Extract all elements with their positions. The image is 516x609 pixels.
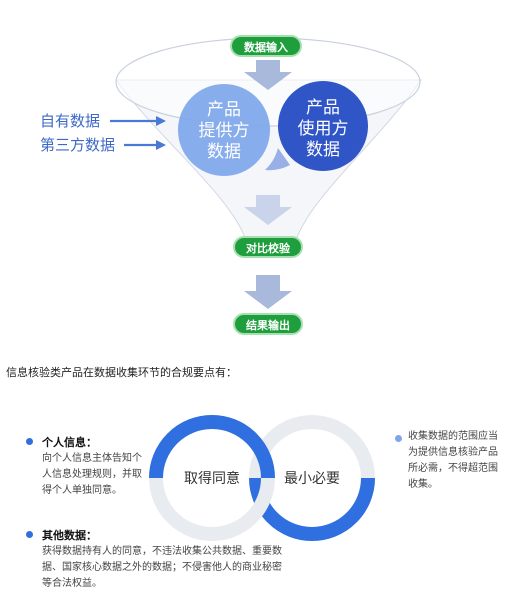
left-ring-blue-arc — [149, 415, 275, 479]
user-circle-text: 产品 使用方 数据 — [277, 98, 369, 161]
personal-info-text: 向个人信息主体告知个 人信息处理规则，并取 得个人单独同意。 — [42, 451, 172, 499]
provider-line-3: 数据 — [207, 142, 241, 162]
scope-bullet — [395, 435, 402, 442]
ring-diagram — [149, 415, 375, 541]
ring-label-minimum: 最小必要 — [284, 471, 340, 487]
scope-line-2: 为提供信息核验产品 — [408, 447, 498, 458]
funnel-diagram — [110, 37, 422, 309]
scope-line-4: 收集。 — [408, 479, 438, 490]
personal-line-2: 人信息处理规则，并取 — [42, 469, 142, 480]
arrow-down-bottom — [244, 275, 292, 309]
user-data-circle — [278, 81, 368, 171]
provider-circle-text: 产品 提供方 数据 — [178, 100, 270, 163]
data-input-badge: 数据输入 — [230, 35, 302, 57]
section-caption: 信息核验类产品在数据收集环节的合规要点有： — [6, 366, 237, 379]
provider-line-1: 产品 — [207, 100, 241, 120]
other-data-title: 其他数据： — [42, 529, 97, 542]
provider-data-circle — [178, 84, 270, 176]
third-party-data-label: 第三方数据 — [40, 136, 116, 154]
user-line-2: 使用方 — [297, 119, 349, 139]
scope-line-1: 收集数据的范围应当 — [408, 431, 498, 442]
scope-text: 收集数据的范围应当 为提供信息核验产品 所必需，不得超范围 收集。 — [408, 429, 513, 493]
own-data-label: 自有数据 — [40, 112, 101, 130]
personal-line-1: 向个人信息主体告知个 — [42, 453, 142, 464]
result-output-badge: 结果输出 — [233, 313, 303, 335]
other-line-1: 获得数据持有人的同意，不违法收集公共数据、重要数 — [42, 546, 282, 557]
personal-info-bullet — [26, 438, 33, 445]
user-line-3: 数据 — [306, 140, 340, 160]
other-data-text: 获得数据持有人的同意，不违法收集公共数据、重要数 据、国家核心数据之外的数据；不… — [42, 544, 342, 592]
arrow-down-top — [244, 60, 292, 90]
personal-info-title: 个人信息： — [42, 436, 97, 449]
other-line-2: 据、国家核心数据之外的数据；不侵害他人的商业秘密 — [42, 562, 282, 573]
compare-verify-badge: 对比校验 — [233, 236, 303, 258]
other-line-3: 等合法权益。 — [42, 578, 102, 589]
user-line-1: 产品 — [306, 98, 340, 118]
other-data-bullet — [26, 531, 33, 538]
ring-label-consent: 取得同意 — [184, 471, 240, 487]
circle-overlap — [265, 148, 290, 171]
arrow-down-middle — [244, 195, 292, 225]
provider-line-2: 提供方 — [198, 121, 250, 141]
scope-line-3: 所必需，不得超范围 — [408, 463, 498, 474]
personal-line-3: 得个人单独同意。 — [42, 485, 122, 496]
